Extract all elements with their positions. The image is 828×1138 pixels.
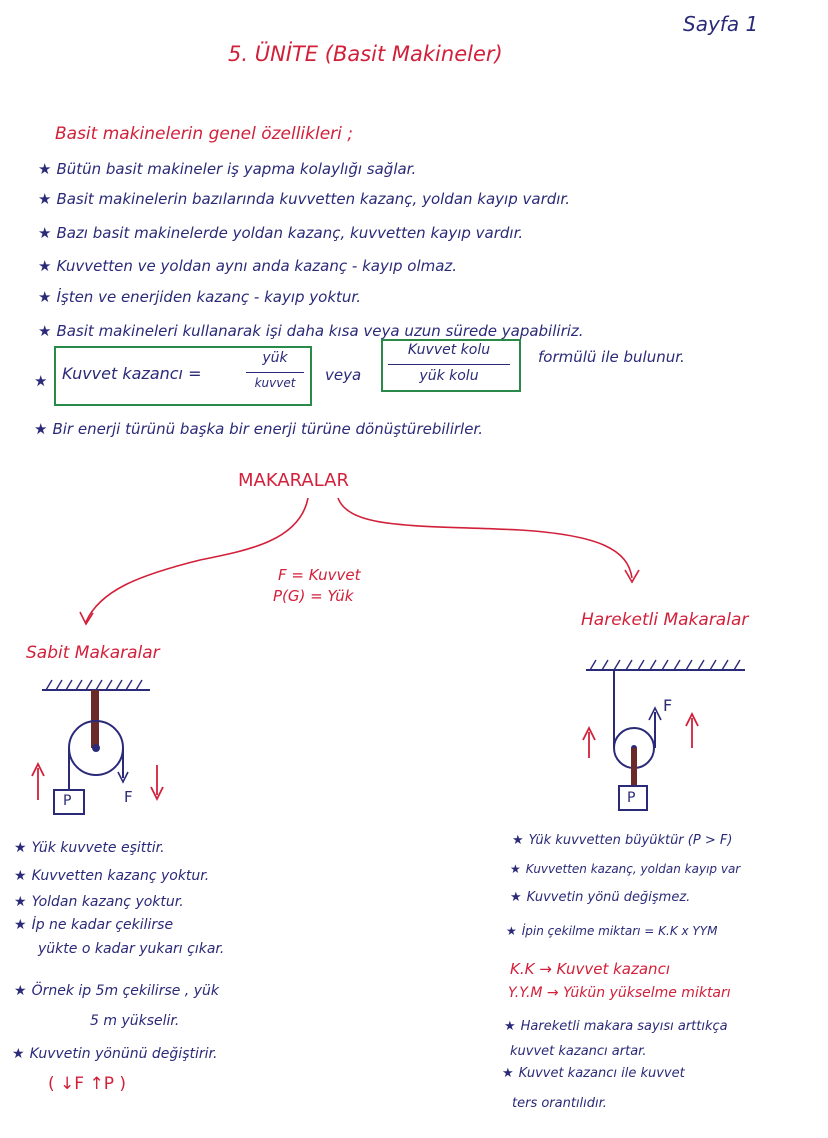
- moving-bullet: ★Kuvvetin yönü değişmez.: [510, 890, 691, 905]
- star-icon: ★: [510, 862, 521, 876]
- formula-star: ★: [34, 372, 52, 390]
- star-icon: ★: [14, 868, 27, 884]
- formula-box-2: [381, 339, 521, 392]
- moving-force-label: F: [663, 696, 673, 715]
- bullet-item: ★Basit makinelerin bazılarında kuvvetten…: [38, 190, 570, 208]
- moving-bullet: ★Hareketli makara sayısı arttıkça: [504, 1019, 728, 1034]
- star-icon: ★: [14, 840, 27, 856]
- moving-bullet: ★İpin çekilme miktarı = K.K x YYM: [506, 924, 718, 938]
- star-icon: ★: [14, 894, 27, 910]
- branch-arrow-right: [337, 497, 633, 579]
- makaralar-heading: MAKARALAR: [238, 470, 349, 491]
- star-icon: ★: [502, 1066, 514, 1081]
- formula-box-1: [54, 346, 312, 406]
- moving-pulley-drawing: [582, 659, 745, 811]
- fixed-direction-bullet: ★Kuvvetin yönünü değiştirir.: [12, 1046, 218, 1062]
- fraction-2-denominator: yük kolu: [419, 368, 479, 384]
- fixed-bullet: ★Yük kuvvete eşittir.: [14, 840, 165, 856]
- bullet-item: ★Kuvvetten ve yoldan aynı anda kazanç - …: [38, 257, 458, 275]
- page-label: Sayfa 1: [683, 12, 759, 36]
- star-icon: ★: [510, 890, 522, 905]
- star-icon: ★: [38, 257, 52, 275]
- fixed-direction-note: ( ↓F ↑P ): [48, 1074, 126, 1094]
- star-icon: ★: [34, 372, 48, 390]
- star-icon: ★: [38, 190, 52, 208]
- bullet-item: ★Basit makineleri kullanarak işi daha kı…: [38, 322, 584, 340]
- star-icon: ★: [38, 288, 52, 306]
- fixed-bullet: ★Kuvvetten kazanç yoktur.: [14, 868, 210, 884]
- fixed-pulley-drawing: [31, 679, 164, 815]
- star-icon: ★: [504, 1019, 516, 1034]
- legend-load: P(G) = Yük: [273, 587, 354, 605]
- general-heading: Basit makinelerin genel özellikleri ;: [55, 124, 354, 144]
- legend-force: F = Kuvvet: [278, 566, 361, 584]
- moving-bullet: ★Kuvvetten kazanç, yoldan kayıp var: [510, 862, 741, 876]
- moving-pulley-heading: Hareketli Makaralar: [581, 610, 749, 630]
- star-icon: ★: [512, 833, 524, 848]
- star-icon: ★: [12, 1046, 25, 1062]
- formula-connector: veya: [325, 366, 362, 384]
- bullet-item: ★Bazı basit makinelerde yoldan kazanç, k…: [38, 224, 524, 242]
- star-icon: ★: [14, 917, 27, 933]
- fraction-1-numerator: yük: [262, 350, 288, 366]
- star-icon: ★: [38, 224, 52, 242]
- formula-left-label: Kuvvet kazancı =: [62, 364, 202, 383]
- fraction-1-denominator: kuvvet: [254, 376, 296, 390]
- fixed-example: ★Örnek ip 5m çekilirse , yük: [14, 983, 219, 999]
- moving-load-label: P: [627, 790, 636, 806]
- fixed-bullet: ★Yoldan kazanç yoktur.: [14, 894, 184, 910]
- page-title: 5. ÜNİTE (Basit Makineler): [228, 42, 503, 66]
- fixed-pulley-heading: Sabit Makaralar: [26, 643, 160, 663]
- moving-bullet-continued: ters orantılıdır.: [512, 1096, 607, 1111]
- star-icon: ★: [506, 924, 517, 938]
- star-icon: ★: [14, 983, 27, 999]
- star-icon: ★: [38, 160, 52, 178]
- fraction-2-numerator: Kuvvet kolu: [407, 342, 491, 358]
- fraction-2-bar: [388, 364, 510, 365]
- fraction-1-bar: [246, 372, 304, 373]
- formula-suffix: formülü ile bulunur.: [538, 348, 685, 366]
- fixed-example-continued: 5 m yükselir.: [90, 1013, 180, 1029]
- moving-bullet-continued: kuvvet kazancı artar.: [510, 1044, 647, 1059]
- fixed-bullet-continued: yükte o kadar yukarı çıkar.: [38, 941, 225, 957]
- fixed-load-label: P: [63, 793, 72, 809]
- yym-definition: Y.Y.M → Yükün yükselme miktarı: [508, 985, 731, 1001]
- kk-definition: K.K → Kuvvet kazancı: [510, 960, 670, 978]
- bullet-item: ★Bir enerji türünü başka bir enerji türü…: [34, 420, 483, 438]
- star-icon: ★: [34, 420, 48, 438]
- fixed-bullet: ★İp ne kadar çekilirse: [14, 917, 174, 933]
- bullet-item: ★Bütün basit makineler iş yapma kolaylığ…: [38, 160, 417, 178]
- bullet-item: ★İşten ve enerjiden kazanç - kayıp yoktu…: [38, 288, 361, 306]
- star-icon: ★: [38, 322, 52, 340]
- moving-bullet: ★Kuvvet kazancı ile kuvvet: [502, 1066, 685, 1081]
- moving-bullet: ★Yük kuvvetten büyüktür (P > F): [512, 833, 733, 848]
- branch-arrow-left: [85, 497, 309, 623]
- fixed-force-label: F: [124, 788, 133, 806]
